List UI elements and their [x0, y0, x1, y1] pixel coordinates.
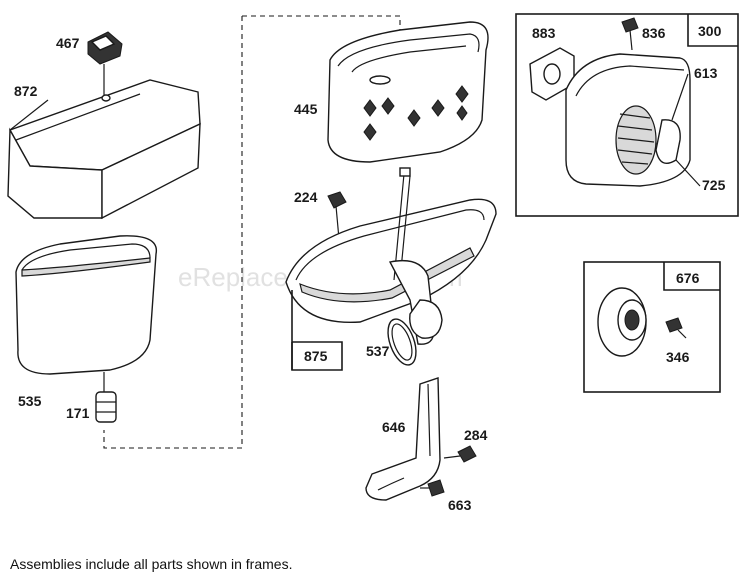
callout-535: 535 [18, 393, 42, 409]
dashed-leader [103, 15, 401, 449]
part-171-grommet [95, 372, 117, 423]
part-467-knob [87, 31, 123, 96]
callout-613: 613 [694, 65, 718, 81]
part-883-gasket [529, 47, 575, 101]
part-445-filter [327, 21, 489, 163]
frame-300: 300 [515, 13, 739, 217]
callout-663: 663 [448, 497, 472, 513]
frame-676-label: 676 [676, 270, 700, 286]
callout-346: 346 [666, 349, 690, 365]
frame-300-label: 300 [698, 23, 722, 39]
frame-875-label: 875 [304, 348, 328, 364]
callout-836: 836 [642, 25, 666, 41]
part-646-bracket [365, 377, 441, 501]
callout-284: 284 [464, 427, 488, 443]
callout-646: 646 [382, 419, 406, 435]
callout-171: 171 [66, 405, 90, 421]
part-663-screw [420, 479, 445, 497]
part-224-screw [327, 191, 347, 251]
leader-lines [9, 73, 701, 187]
frame-875: 875 [291, 290, 343, 371]
part-872-cover [7, 79, 201, 220]
part-535-sleeve [15, 235, 158, 375]
callout-725: 725 [702, 177, 726, 193]
part-284-screw [443, 445, 477, 463]
frame-676: 676 [583, 261, 721, 393]
part-346-screw [665, 317, 687, 339]
part-875-base [285, 167, 497, 345]
part-836-screw [621, 17, 639, 51]
callout-445: 445 [294, 101, 318, 117]
callout-224: 224 [294, 189, 318, 205]
part-537-ring [387, 318, 417, 366]
callout-537: 537 [366, 343, 390, 359]
part-muffler [565, 53, 691, 187]
callout-872: 872 [14, 83, 38, 99]
callout-883: 883 [532, 25, 556, 41]
callout-467: 467 [56, 35, 80, 51]
part-flange [597, 287, 647, 357]
footnote: Assemblies include all parts shown in fr… [10, 556, 293, 572]
